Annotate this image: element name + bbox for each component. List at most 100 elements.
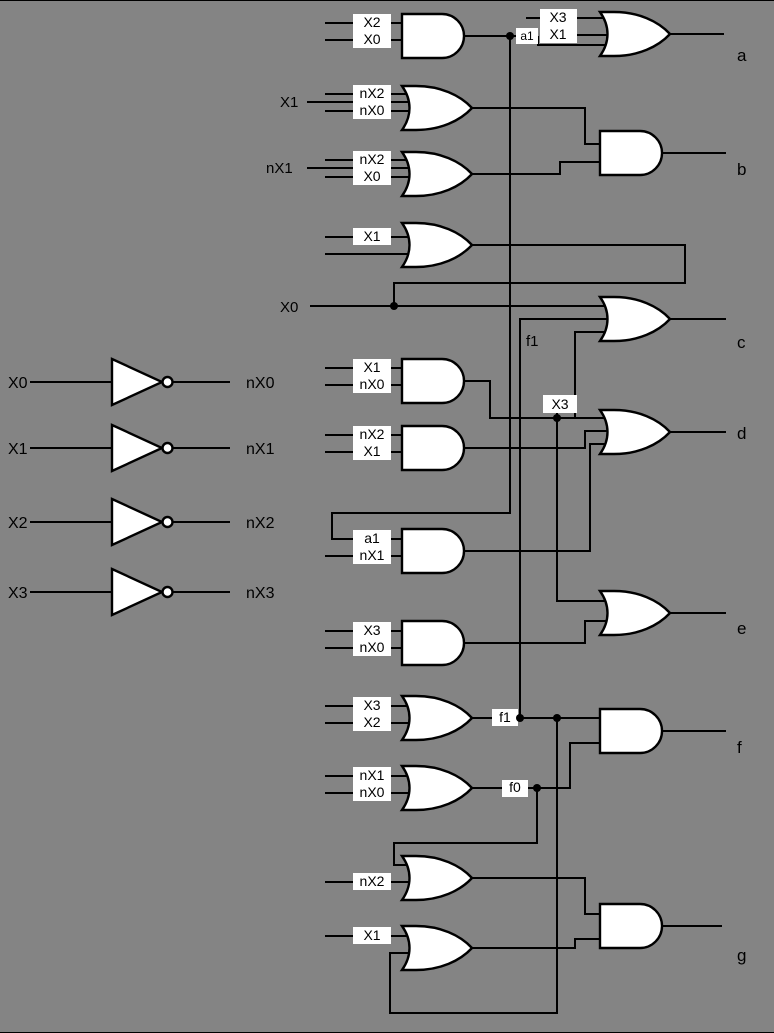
output-label-c: c: [737, 333, 746, 352]
or-gate-g10: [400, 764, 474, 812]
net-label-nx1-g3: nX1: [266, 160, 293, 177]
label-box: [353, 102, 391, 119]
label-text: X2: [363, 714, 380, 730]
or-gate-g9: [400, 694, 474, 742]
label-box: [353, 927, 391, 944]
input-label-x1: X1: [8, 441, 28, 458]
label-text: a1: [520, 29, 534, 43]
label-text: X0: [363, 168, 380, 184]
input-label-x2: X2: [8, 515, 28, 532]
label-box: [540, 9, 577, 26]
junction-dot: [553, 714, 561, 722]
label-text: X3: [549, 9, 566, 25]
label-box: [353, 639, 391, 656]
not-gate-x0: [110, 357, 174, 407]
label-text: nX0: [360, 102, 385, 118]
label-text: nX2: [360, 426, 385, 442]
junction-dot: [553, 414, 561, 422]
output-label-g: g: [737, 946, 746, 965]
label-box: [353, 85, 391, 102]
label-text: X0: [363, 31, 380, 47]
label-box: [353, 359, 391, 376]
output-label-a: a: [737, 46, 747, 65]
output-label-e: e: [737, 619, 746, 638]
and-gate-g1: [400, 12, 466, 60]
and-gate-g6: [400, 424, 466, 472]
or-gate-g4: [400, 221, 474, 269]
label-text: X1: [363, 228, 380, 244]
or-gate-g3: [400, 150, 474, 198]
junction-dot: [506, 32, 514, 40]
net-label-x0-feed: X0: [280, 299, 298, 316]
input-label-x0: X0: [8, 375, 28, 392]
label-text: X1: [549, 26, 566, 42]
net-label-nx2: nX2: [246, 515, 275, 532]
label-box: [353, 873, 391, 890]
label-box: [353, 376, 391, 393]
or-gate-out-a: [598, 10, 672, 58]
signal-labels: X2 X0 nX2 nX0 nX2 X0 X1 X1 nX0 nX2 X1 a1…: [353, 9, 577, 944]
label-box: [353, 31, 391, 48]
and-gate-out-f: [598, 707, 664, 755]
output-label-b: b: [737, 160, 746, 179]
junction-dot: [390, 302, 398, 310]
label-text: nX1: [360, 767, 385, 783]
not-gate-x3: [110, 567, 174, 617]
label-text: a1: [364, 530, 380, 546]
x3-net-wire: [556, 413, 610, 602]
label-text: f0: [509, 779, 521, 795]
label-text: X1: [363, 359, 380, 375]
label-text: X2: [363, 14, 380, 30]
not-gate-x2: [110, 497, 174, 547]
label-text: X3: [363, 622, 380, 638]
label-text: nX0: [360, 639, 385, 655]
junction-dot: [533, 784, 541, 792]
label-box: [353, 622, 391, 639]
label-text: f1: [499, 709, 511, 725]
label-box: [353, 547, 391, 564]
label-box-x3-tap: [543, 395, 577, 413]
label-box: [353, 14, 391, 31]
label-text: X3: [363, 697, 380, 713]
label-text: X1: [363, 927, 380, 943]
label-box: [353, 151, 391, 168]
f1-net-wire: [389, 318, 610, 1014]
net-label-nx1: nX1: [246, 441, 275, 458]
label-box: [353, 530, 391, 547]
net-label-nx3: nX3: [246, 585, 275, 602]
label-box: [353, 784, 391, 801]
or-gate-g12: [400, 924, 474, 972]
or-gate-out-d: [598, 408, 672, 456]
or-gate-g2: [400, 84, 474, 132]
output-wires: [662, 33, 726, 927]
label-text: nX0: [360, 784, 385, 800]
or-gate-out-c: [598, 295, 672, 343]
label-box-f1: [492, 709, 518, 726]
junction-dots: [390, 32, 561, 792]
label-box: [353, 767, 391, 784]
and-gate-g7: [400, 527, 466, 575]
label-box: [540, 26, 577, 43]
output-label-d: d: [737, 424, 746, 443]
label-box: [353, 168, 391, 185]
and-gate-out-g: [598, 902, 664, 950]
label-box: [353, 443, 391, 460]
junction-dot: [516, 714, 524, 722]
label-box: [353, 426, 391, 443]
label-text: X1: [363, 443, 380, 459]
label-text: nX1: [360, 547, 385, 563]
net-label-x1-g2: X1: [280, 94, 298, 111]
and-gate-out-b: [598, 129, 664, 177]
or-gate-out-e: [598, 589, 672, 637]
text-labels: X0 X1 X2 X3 nX0 nX1 nX2 nX3 X1 nX1 X0 f1…: [8, 46, 747, 965]
label-box-f0: [502, 780, 528, 797]
label-box: [353, 714, 391, 731]
inverter-wires: [30, 381, 230, 593]
label-text: nX2: [360, 873, 385, 889]
interconnect-wires: [393, 17, 686, 949]
output-label-f: f: [737, 738, 742, 757]
or-gate-g11: [400, 854, 474, 902]
not-gate-x1: [110, 423, 174, 473]
